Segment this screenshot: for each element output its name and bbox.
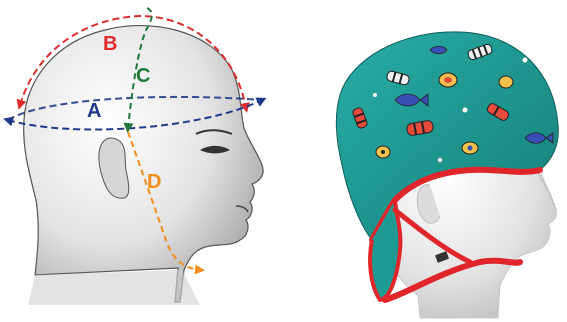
label-c: C <box>136 65 150 87</box>
neck <box>28 270 200 305</box>
label-b: B <box>103 33 117 55</box>
label-a: A <box>87 100 101 122</box>
head-diagram: B C A D <box>8 8 263 305</box>
label-d: D <box>147 171 161 193</box>
helmet-photo <box>336 32 558 318</box>
